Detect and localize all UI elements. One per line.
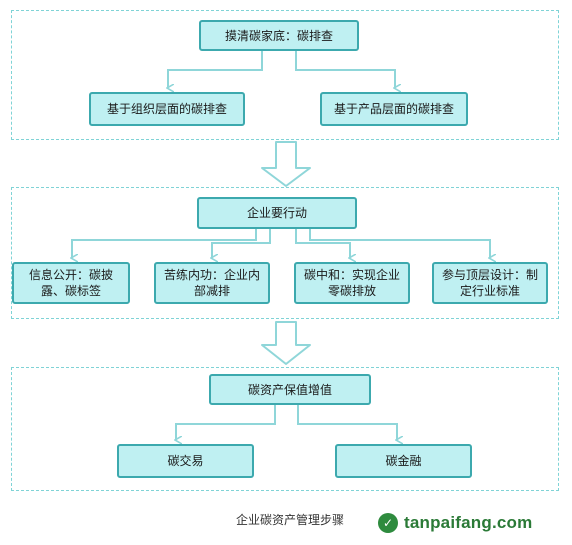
node-carbon-inventory: 摸清碳家底：碳排查 [199, 20, 359, 51]
connector-mid-1 [72, 229, 257, 258]
node-asset-appreciation: 碳资产保值增值 [209, 374, 371, 405]
watermark-text: tanpaifang.com [404, 513, 533, 532]
section-carbon-inventory [11, 10, 559, 140]
node-carbon-trading: 碳交易 [117, 444, 254, 478]
section-enterprise-action [11, 187, 559, 319]
node-org-level-inventory: 基于组织层面的碳排查 [89, 92, 245, 126]
connector-mid-3 [295, 229, 350, 258]
node-info-disclosure: 信息公开：碳披露、碳标签 [12, 262, 130, 304]
connector-top-right [295, 51, 395, 88]
leaf-icon: ✓ [378, 513, 398, 533]
section-asset-appreciation [11, 367, 559, 491]
connector-mid-2 [212, 229, 271, 258]
node-carbon-finance: 碳金融 [335, 444, 472, 478]
transition-arrow-2 [261, 321, 311, 365]
transition-arrow-1 [261, 141, 311, 187]
connector-bottom-left [176, 405, 276, 440]
connector-mid-4 [309, 229, 490, 258]
figure-caption: 企业碳资产管理步骤 [235, 513, 344, 527]
connector-top-left [168, 51, 263, 88]
node-enterprise-action: 企业要行动 [197, 197, 357, 229]
node-internal-reduction: 苦练内功：企业内部减排 [154, 262, 270, 304]
connector-bottom-right [297, 405, 397, 440]
node-carbon-neutrality: 碳中和：实现企业零碳排放 [294, 262, 410, 304]
node-product-level-inventory: 基于产品层面的碳排查 [320, 92, 468, 126]
node-industry-standards: 参与顶层设计：制定行业标准 [432, 262, 548, 304]
watermark-logo: ✓ tanpaifang.com [378, 513, 532, 533]
